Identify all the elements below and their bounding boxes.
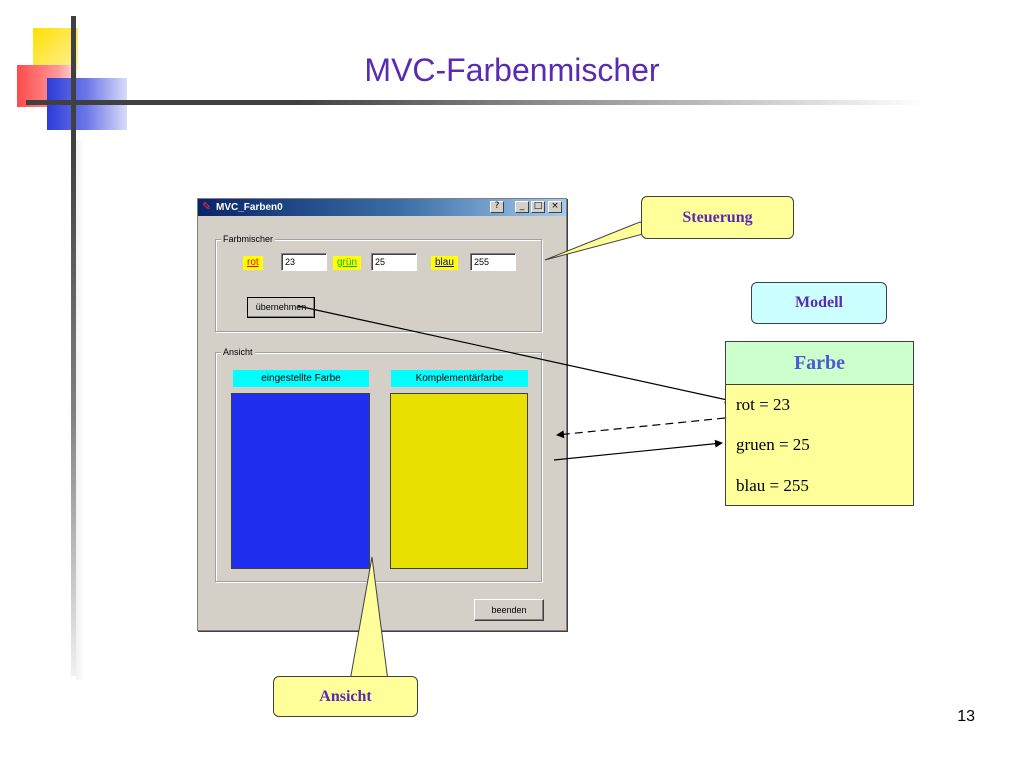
ansicht-callout: Ansicht: [273, 676, 418, 717]
help-button[interactable]: ?: [490, 201, 504, 213]
set-color-panel: [231, 393, 370, 569]
app-window: ✎ MVC_Farben0 ? _ □ × Farbmischer rot 23…: [197, 198, 567, 631]
ansicht-callout-tail: [349, 556, 389, 682]
page-number: 13: [957, 708, 975, 725]
model-class-box: Farbe rot = 23 gruen = 25 blau = 255: [725, 341, 914, 506]
model-attr-gruen: gruen = 25: [736, 435, 810, 454]
decoration-vertical-shadow: [76, 140, 84, 680]
app-icon: ✎: [202, 201, 212, 213]
model-attr-blau: blau = 255: [736, 476, 809, 495]
rot-input[interactable]: 23: [281, 253, 327, 271]
modell-label: Modell: [751, 282, 887, 324]
apply-to-model-arrow: [297, 305, 733, 404]
complement-color-panel: [390, 393, 528, 569]
farbmischer-group: [215, 239, 542, 332]
ansicht-legend: Ansicht: [221, 347, 255, 358]
gruen-label: grün: [333, 256, 362, 270]
blau-input[interactable]: 255: [470, 253, 516, 271]
ansicht-group: [215, 352, 542, 582]
rot-label: rot: [243, 256, 263, 270]
apply-button[interactable]: übernehmen: [247, 297, 315, 318]
decoration-yellow-square: [33, 28, 78, 70]
exit-button[interactable]: beenden: [474, 599, 544, 621]
minimize-button[interactable]: _: [515, 201, 529, 213]
close-button[interactable]: ×: [548, 201, 562, 213]
window-titlebar[interactable]: ✎ MVC_Farben0 ? _ □ ×: [198, 199, 566, 216]
model-class-name: Farbe: [726, 342, 913, 385]
view-to-model-arrow: [553, 439, 723, 461]
farbmischer-legend: Farbmischer: [221, 234, 276, 245]
slide-title: MVC-Farbenmischer: [364, 52, 660, 88]
maximize-button[interactable]: □: [531, 201, 545, 213]
decoration-horizontal-line: [26, 100, 926, 105]
model-to-view-dashed-arrow: [556, 417, 726, 439]
decoration-vertical-line: [71, 16, 76, 676]
steuerung-callout: Steuerung: [641, 196, 794, 239]
window-title: MVC_Farben0: [216, 202, 283, 213]
model-attr-rot: rot = 23: [736, 395, 790, 414]
complement-color-label: Komplementärfarbe: [391, 370, 528, 387]
gruen-input[interactable]: 25: [371, 253, 417, 271]
blau-label: blau: [431, 256, 458, 270]
set-color-label: eingestellte Farbe: [233, 370, 369, 387]
